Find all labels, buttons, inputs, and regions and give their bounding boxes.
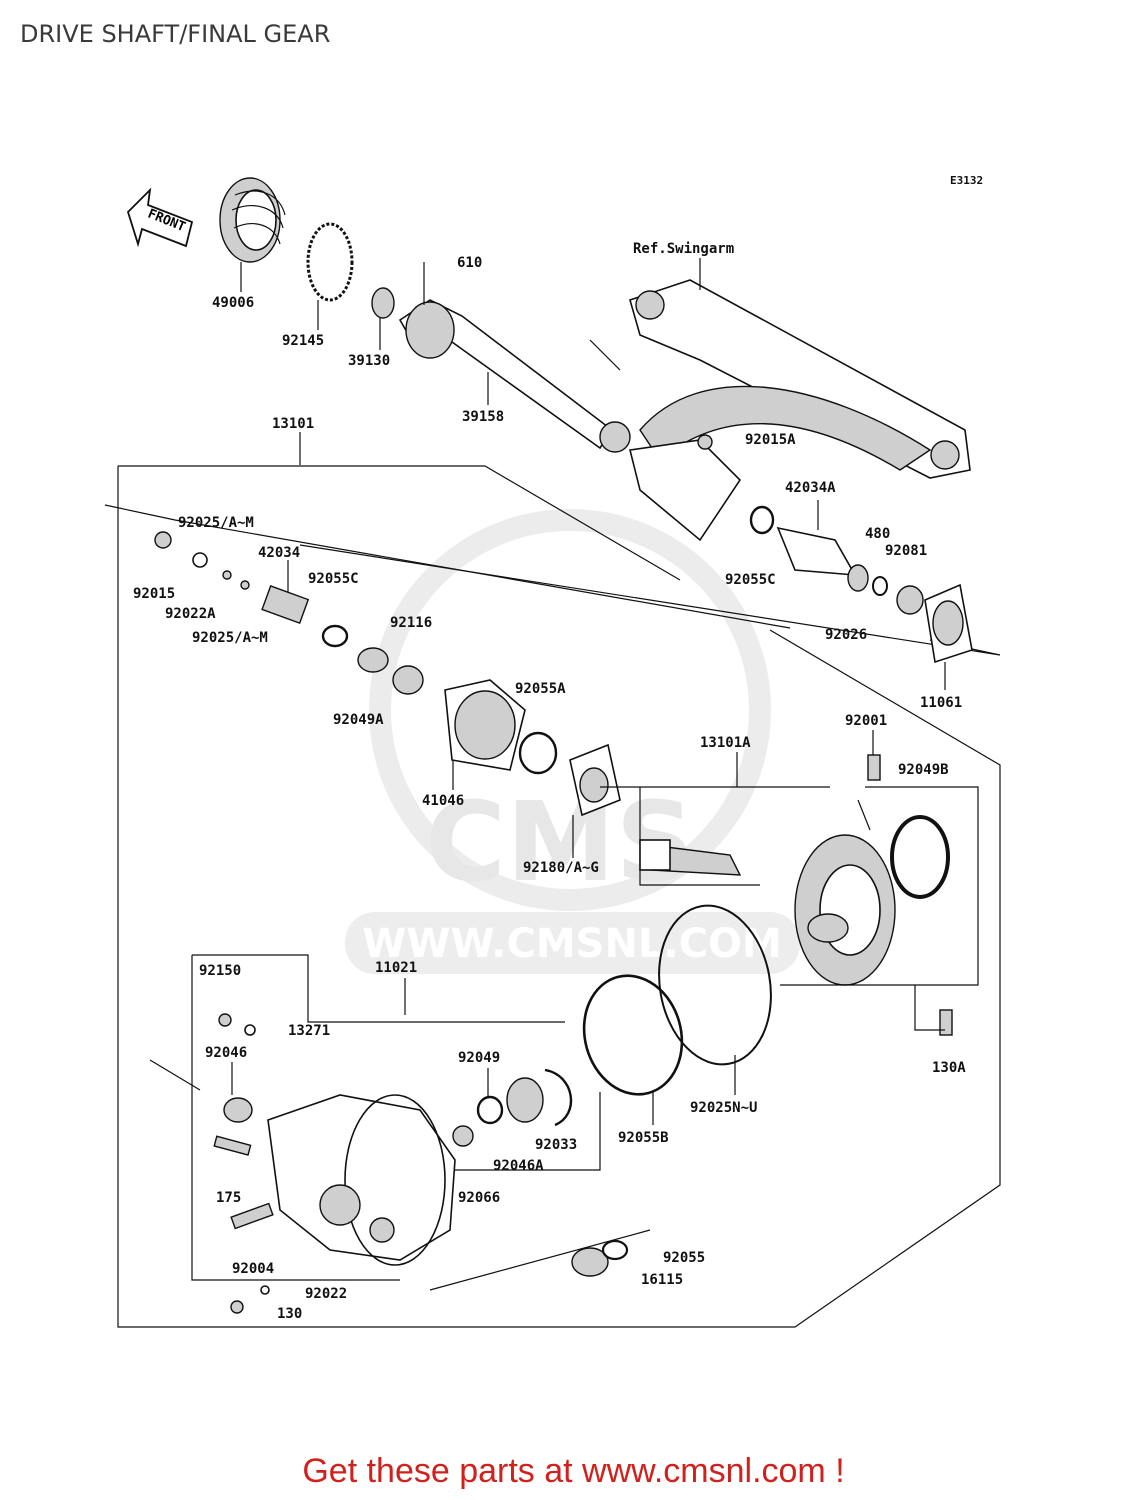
- label-92033: 92033: [535, 1137, 577, 1153]
- label-92046A: 92046A: [493, 1158, 544, 1174]
- part-92026-washer: [847, 564, 869, 592]
- part-92116-bearing: [392, 665, 424, 695]
- label-92055C-right: 92055C: [725, 572, 776, 588]
- part-final-gear-case: [267, 1094, 456, 1266]
- label-92015A: 92015A: [745, 432, 796, 448]
- part-92046A-bearing: [506, 1077, 544, 1123]
- label-42034: 42034: [258, 545, 300, 561]
- part-92025-shim-top: [222, 570, 232, 580]
- part-130A-bolt: [914, 985, 953, 1036]
- label-92026: 92026: [825, 627, 867, 643]
- label-92055B: 92055B: [618, 1130, 669, 1146]
- part-ring-gear: [794, 799, 896, 986]
- label-92116: 92116: [390, 615, 432, 631]
- label-92046: 92046: [205, 1045, 247, 1061]
- label-92055A: 92055A: [515, 681, 566, 697]
- label-92145: 92145: [282, 333, 324, 349]
- label-39158: 39158: [462, 409, 504, 425]
- part-92055C-oring-left: [321, 624, 349, 648]
- part-92150-bolt: [218, 1013, 232, 1027]
- part-92022-washer: [260, 1285, 270, 1295]
- label-92025NU: 92025N~U: [690, 1100, 757, 1116]
- part-92033-circlip: [544, 1068, 573, 1127]
- part-175-stud: [213, 1135, 252, 1156]
- part-92046-bearing: [223, 1062, 253, 1123]
- label-92025-am-bottom: 92025/A~M: [192, 630, 268, 646]
- label-610: 610: [457, 255, 482, 271]
- label-42034A: 42034A: [785, 480, 836, 496]
- part-92145-clamp: [306, 222, 354, 330]
- label-92055: 92055: [663, 1250, 705, 1266]
- part-92049A-seal: [357, 647, 389, 673]
- label-480: 480: [865, 526, 890, 542]
- swingarm-reference: [589, 258, 971, 542]
- label-39130: 39130: [348, 353, 390, 369]
- label-92049A: 92049A: [333, 712, 384, 728]
- label-92025-am-top: 92025/A~M: [178, 515, 254, 531]
- part-39130-seal: [371, 287, 395, 350]
- label-92015: 92015: [133, 586, 175, 602]
- label-92055C-left: 92055C: [308, 571, 359, 587]
- callout-labels: 49006 92145 39130 610 39158 Ref.Swingarm…: [133, 241, 966, 1322]
- part-16115-cap: [429, 1229, 651, 1291]
- label-49006: 49006: [212, 295, 254, 311]
- cms-watermark: CMS WWW.CMSNL.COM: [345, 509, 800, 974]
- part-92055C-oring-right: [749, 505, 775, 535]
- front-arrow-icon: FRONT: [126, 187, 194, 248]
- part-49006-boot: [219, 177, 286, 292]
- label-41046: 41046: [422, 793, 464, 809]
- label-ref-swingarm: Ref.Swingarm: [633, 241, 734, 257]
- label-13101: 13101: [272, 416, 314, 432]
- part-13271-washer: [244, 1024, 256, 1036]
- get-parts-link[interactable]: Get these parts at www.cmsnl.com !: [302, 1452, 845, 1490]
- part-92066-sleeve: [452, 1125, 474, 1147]
- label-16115: 16115: [641, 1272, 683, 1288]
- label-92022: 92022: [305, 1286, 347, 1302]
- label-92150: 92150: [199, 963, 241, 979]
- part-92001-bolt: [867, 730, 881, 781]
- label-92180: 92180/A~G: [523, 860, 599, 876]
- label-92049: 92049: [458, 1050, 500, 1066]
- part-92025NU-gasket: [658, 904, 772, 1095]
- page-title: DRIVE SHAFT/FINAL GEAR: [20, 20, 331, 48]
- part-92025-shim-bottom: [240, 580, 250, 590]
- assembly-11021: [149, 954, 601, 1281]
- label-13101A: 13101A: [700, 735, 751, 751]
- label-92022A: 92022A: [165, 606, 216, 622]
- label-13271: 13271: [288, 1023, 330, 1039]
- part-39158-drive-shaft: [398, 262, 631, 453]
- part-130-bolt: [230, 1300, 244, 1314]
- watermark-url: WWW.CMSNL.COM: [362, 921, 782, 967]
- part-92004-stud: [230, 1202, 274, 1230]
- label-92004: 92004: [232, 1261, 274, 1277]
- part-42034-pinion: [261, 560, 310, 625]
- part-92055-oring: [601, 1239, 629, 1261]
- part-92022A-washer: [192, 552, 208, 568]
- part-92180-shim: [569, 743, 621, 858]
- part-92055B-oring: [582, 974, 684, 1125]
- label-130A: 130A: [932, 1060, 966, 1076]
- label-92049B: 92049B: [898, 762, 949, 778]
- assembly-13101A: [600, 752, 830, 886]
- label-175: 175: [216, 1190, 241, 1206]
- label-92001: 92001: [845, 713, 887, 729]
- part-41046-housing: [444, 679, 526, 790]
- part-480-circlip: [872, 576, 888, 596]
- label-11021: 11021: [375, 960, 417, 976]
- part-11061-gasket: [924, 583, 973, 690]
- part-92055A-oring: [518, 731, 558, 775]
- part-92081-spring: [896, 585, 924, 615]
- label-92081: 92081: [885, 543, 927, 559]
- part-42034A-sleeve: [776, 500, 857, 576]
- part-92049-seal: [476, 1068, 504, 1125]
- part-92015A-nut: [697, 434, 713, 450]
- part-92049B-seal: [890, 815, 950, 899]
- label-130: 130: [277, 1306, 302, 1322]
- label-92066: 92066: [458, 1190, 500, 1206]
- label-11061: 11061: [920, 695, 962, 711]
- diagram-code: E3132: [950, 174, 983, 187]
- part-92015-nut: [154, 531, 172, 549]
